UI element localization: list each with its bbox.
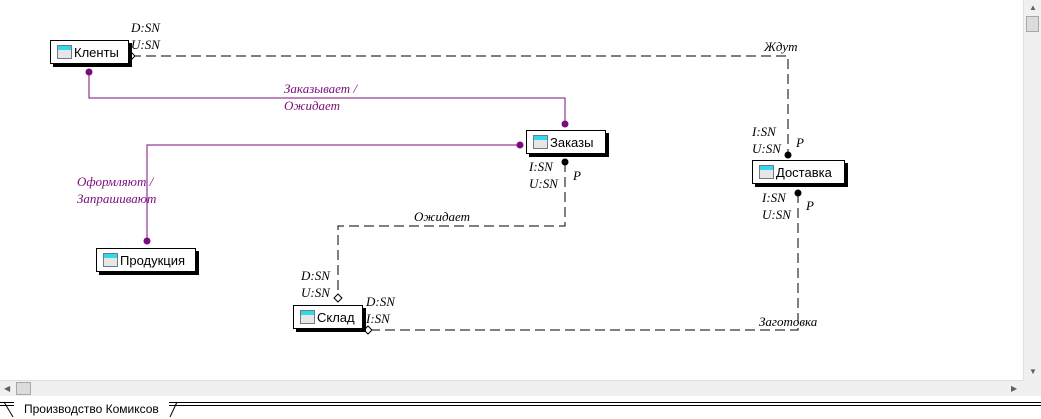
ri-rule: I:SN — [761, 190, 787, 205]
entity-label: Заказы — [550, 134, 594, 150]
ri-rule: I:SN — [365, 311, 391, 326]
rel-end-dot — [794, 189, 802, 197]
rel-line-zakazyvaet[interactable] — [88, 72, 566, 124]
cardinality-label: P — [795, 135, 804, 150]
rel-label-oformlyayut-2: Запрашивают — [77, 191, 156, 206]
ri-rule: I:SN — [751, 124, 777, 139]
cardinality-label: P — [805, 198, 814, 213]
rel-label-zakazyvaet-1: Заказывает / — [284, 81, 358, 96]
table-icon — [300, 310, 315, 324]
entity-zakazy[interactable]: Заказы — [526, 130, 606, 154]
rel-line-ozhidaet[interactable] — [337, 162, 566, 298]
ri-rule: U:SN — [762, 207, 792, 222]
ri-rule: D:SN — [300, 268, 331, 283]
scroll-right-icon[interactable]: ▶ — [1011, 384, 1018, 393]
rel-end-dot — [784, 151, 792, 159]
entity-sklad[interactable]: Склад — [293, 305, 363, 329]
scroll-down-icon[interactable]: ▼ — [1029, 367, 1037, 376]
tab-bar: Производство Комиксов — [0, 396, 1041, 417]
rel-line-zagotovka[interactable] — [364, 193, 799, 331]
vertical-scrollbar[interactable]: ▲ ▼ — [1023, 0, 1041, 380]
entity-klienty[interactable]: Кленты — [50, 40, 129, 64]
entity-label: Доставка — [776, 164, 832, 180]
ri-rule: D:SN — [130, 20, 161, 35]
entity-dostavka[interactable]: Доставка — [752, 160, 845, 184]
ri-rule: D:SN — [365, 294, 396, 309]
rel-end-dot — [143, 237, 151, 245]
ri-rule: U:SN — [752, 141, 782, 156]
ri-rule: U:SN — [131, 37, 161, 52]
ri-rule: U:SN — [529, 176, 559, 191]
rel-end-dot — [561, 120, 569, 128]
ri-rule: I:SN — [528, 159, 554, 174]
rel-end-dot — [85, 68, 93, 76]
rel-diamond — [333, 293, 343, 303]
horizontal-scroll-thumb[interactable] — [16, 382, 31, 395]
entity-label: Склад — [317, 309, 355, 325]
rel-label-oformlyayut-1: Оформляют / — [77, 174, 155, 189]
tab-proizvodstvo-komiksov[interactable]: Производство Комиксов — [3, 399, 178, 417]
rel-label-zakazyvaet-2: Ожидает — [284, 98, 340, 113]
entity-label: Кленты — [74, 44, 119, 60]
cardinality-label: P — [572, 168, 581, 183]
ri-rule: U:SN — [301, 285, 331, 300]
rel-diamond — [363, 325, 373, 335]
rel-end-dot — [516, 141, 524, 149]
scroll-up-icon[interactable]: ▲ — [1029, 3, 1037, 12]
rel-line-oformlyayut[interactable] — [146, 144, 520, 241]
table-icon — [759, 165, 774, 179]
tab-edge-left — [3, 401, 14, 417]
scroll-corner — [1023, 380, 1041, 396]
rel-line-zhdut[interactable] — [131, 55, 789, 153]
horizontal-scrollbar[interactable]: ◀ ▶ — [0, 380, 1023, 396]
rel-end-dot — [561, 158, 569, 166]
tab-bar-rule — [0, 402, 1041, 406]
rel-label-zagotovka: Заготовка — [759, 314, 818, 329]
diagram-svg: Ждут Заказывает / Ожидает Оформляют / За… — [77, 20, 818, 335]
scroll-left-icon[interactable]: ◀ — [4, 384, 11, 393]
rel-label-ozhidaet: Ожидает — [414, 209, 470, 224]
rel-label-zhdut: Ждут — [763, 39, 797, 54]
table-icon — [533, 135, 548, 149]
table-icon — [103, 253, 118, 267]
tab-edge-right — [169, 401, 178, 417]
entity-produkciya[interactable]: Продукция — [96, 248, 196, 272]
entity-label: Продукция — [120, 252, 186, 268]
table-icon — [57, 45, 72, 59]
tab-label: Производство Комиксов — [24, 402, 159, 416]
diagram-canvas: Ждут Заказывает / Ожидает Оформляют / За… — [50, 20, 845, 335]
vertical-scroll-thumb[interactable] — [1026, 16, 1039, 32]
